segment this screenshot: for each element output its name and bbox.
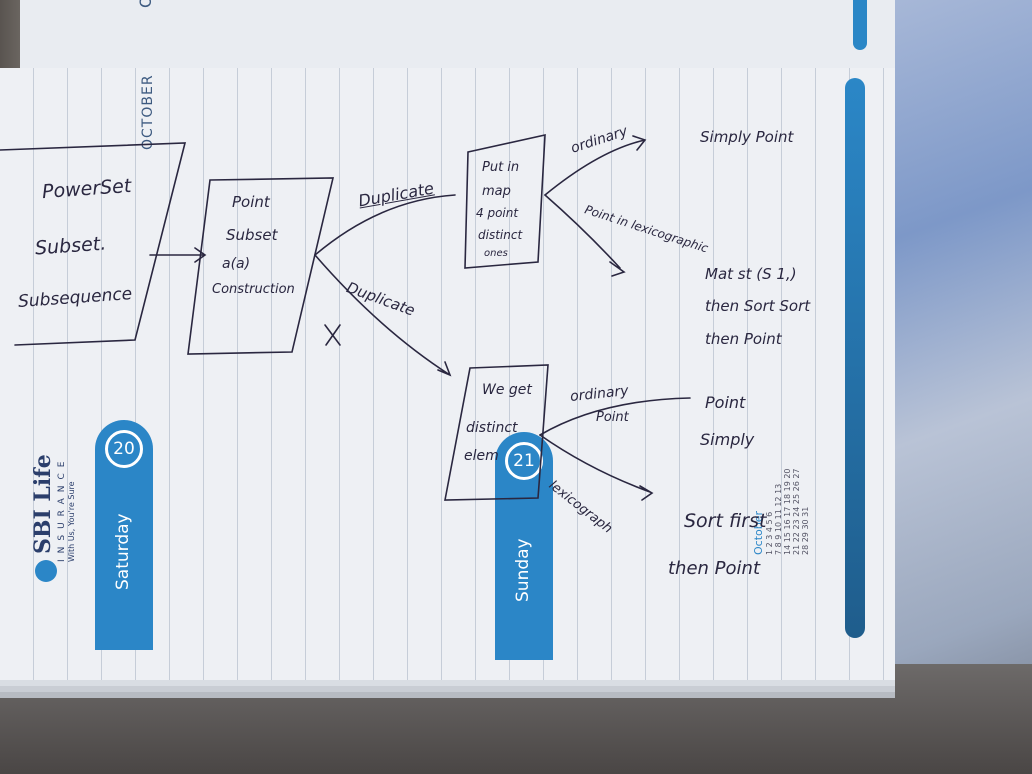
note-4-point: 4 point	[476, 206, 519, 220]
day-tab-saturday: 20 Saturday	[95, 420, 153, 650]
note-print: Point	[232, 193, 270, 211]
box-print-subset	[187, 177, 335, 355]
arrow-duplicate-lower	[314, 254, 452, 377]
note-distinct-2: distinct	[466, 420, 518, 436]
page-tab	[853, 0, 867, 50]
box-powerset	[0, 142, 187, 346]
note-map: map	[482, 184, 511, 199]
cross-mark	[324, 324, 341, 346]
note-sort-first: Sort first	[684, 510, 767, 532]
background-floor	[0, 664, 1032, 774]
note-subset-2: Subset	[226, 226, 278, 244]
box-distinct	[444, 364, 549, 501]
arrow-lexico-lower	[539, 434, 654, 501]
line-duplicate-upper	[314, 194, 456, 256]
day-tab-sunday: 21 Sunday	[495, 432, 553, 660]
note-distinct: distinct	[478, 228, 523, 242]
arrow-lexico-upper	[544, 194, 626, 277]
arrow-ordinary-upper	[544, 135, 647, 196]
previous-page: OCTO	[20, 0, 895, 70]
note-we-get: We get	[482, 382, 532, 398]
note-put-in: Put in	[482, 160, 520, 175]
line-ordinary-lower	[539, 397, 691, 436]
note-ordinary-point: Point	[596, 410, 629, 425]
note-map-line1: Mat st (S 1,)	[705, 265, 797, 283]
note-point: Point	[705, 393, 746, 412]
note-map-line3: then Point	[705, 330, 782, 348]
box-put-in-map	[464, 133, 546, 269]
note-ones: ones	[484, 248, 508, 259]
page-spine	[845, 78, 865, 638]
note-then-point: then Point	[668, 558, 761, 579]
note-simply: Simply	[700, 430, 755, 449]
note-elem: elem	[464, 448, 499, 464]
note-construction: Construction	[212, 282, 295, 297]
note-simply-print: Simply Point	[700, 128, 794, 146]
arrow-to-subset	[149, 247, 207, 263]
day-number: 20	[105, 430, 143, 468]
note-map-line2: then Sort Sort	[705, 297, 811, 315]
note-aa: a(a)	[222, 256, 251, 272]
